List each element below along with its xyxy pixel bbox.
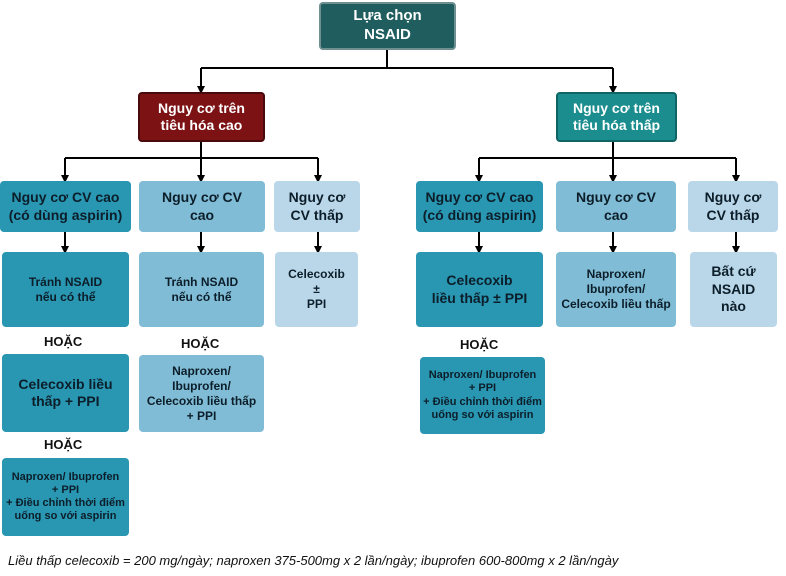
high-gi-risk-node: Nguy cơ trên tiêu hóa cao xyxy=(138,92,265,142)
low-cv-high-naproxen-ppi: Naproxen/ Ibuprofen + PPI + Điều chỉnh t… xyxy=(420,357,545,434)
low-gi-cv-low-node: Nguy cơ CV thấp xyxy=(688,181,778,232)
root-node: Lựa chọn NSAID xyxy=(319,2,456,50)
high-cv-low-celecoxib: Celecoxib ± PPI xyxy=(275,252,358,327)
low-cv-mid-naproxen: Naproxen/ Ibuprofen/ Celecoxib liều thấp xyxy=(556,252,676,327)
low-gi-risk-node: Nguy cơ trên tiêu hóa thấp xyxy=(556,92,677,142)
high-cv-mid-avoid-nsaid: Tránh NSAID nếu có thể xyxy=(139,252,264,327)
high-cv-high-avoid-nsaid: Tránh NSAID nếu có thể xyxy=(2,252,129,327)
low-cv-high-celecoxib: Celecoxib liều thấp ± PPI xyxy=(416,252,543,327)
high-cv-high-naproxen-ppi: Naproxen/ Ibuprofen + PPI + Điều chỉnh t… xyxy=(2,458,129,536)
low-gi-cv-high-node: Nguy cơ CV cao (có dùng aspirin) xyxy=(416,181,543,232)
dosage-footnote: Liều thấp celecoxib = 200 mg/ngày; napro… xyxy=(8,553,619,568)
or-label: HOẶC xyxy=(460,337,499,352)
high-cv-high-celecoxib-ppi: Celecoxib liều thấp + PPI xyxy=(2,354,129,432)
high-cv-mid-naproxen-ppi: Naproxen/ Ibuprofen/ Celecoxib liều thấp… xyxy=(139,355,264,432)
or-label: HOẶC xyxy=(44,334,83,349)
low-gi-cv-mid-node: Nguy cơ CV cao xyxy=(556,181,676,232)
high-gi-cv-low-node: Nguy cơ CV thấp xyxy=(274,181,360,232)
high-gi-cv-high-node: Nguy cơ CV cao (có dùng aspirin) xyxy=(0,181,131,232)
or-label: HOẶC xyxy=(44,437,83,452)
low-cv-low-any-nsaid: Bất cứ NSAID nào xyxy=(690,252,777,327)
high-gi-cv-mid-node: Nguy cơ CV cao xyxy=(139,181,265,232)
or-label: HOẶC xyxy=(181,336,220,351)
